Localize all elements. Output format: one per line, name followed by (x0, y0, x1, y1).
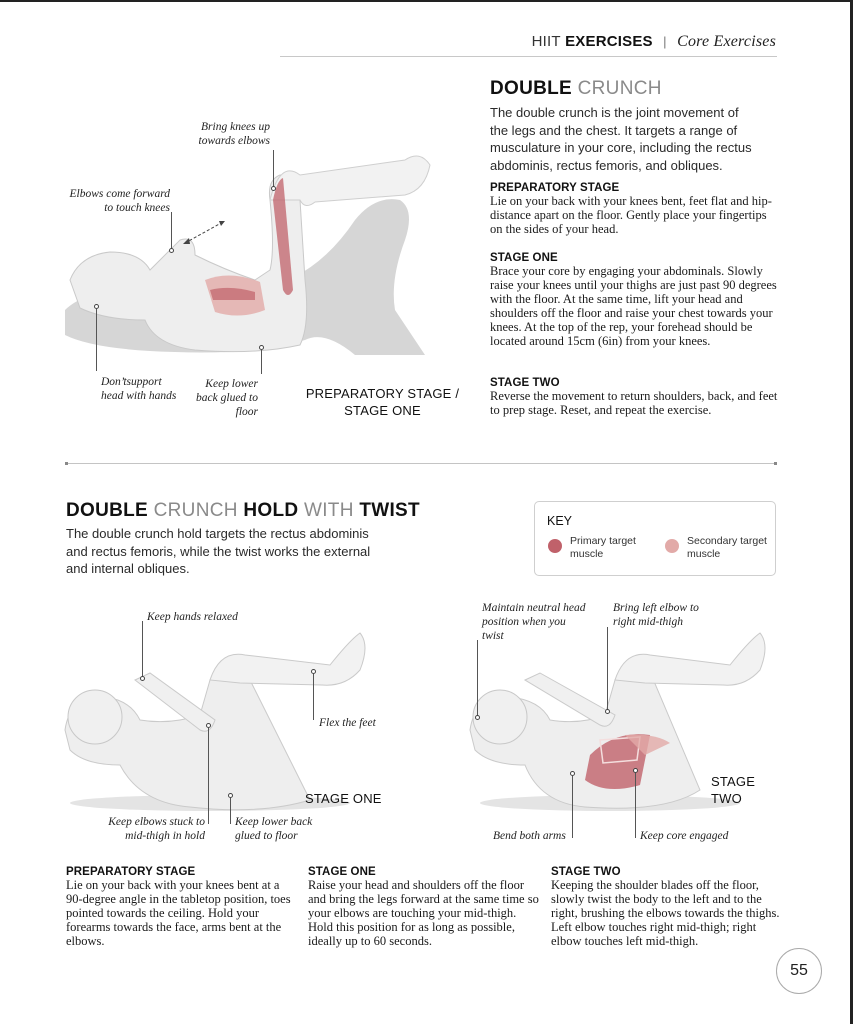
chapter-title: Core Exercises (677, 33, 776, 50)
title-part: CRUNCH (153, 500, 238, 521)
leader-dot (311, 669, 316, 674)
annotation-neutral-head: Maintain neutral head position when you … (482, 602, 586, 642)
annotation-flex-feet: Flex the feet (319, 717, 376, 729)
title-bold: DOUBLE (490, 78, 573, 99)
leader-line (208, 728, 209, 824)
title-part: WITH (303, 500, 354, 521)
stage-label-line2: TWO (711, 791, 742, 806)
exercise2-title: DOUBLE CRUNCH HOLD WITH TWIST (66, 500, 420, 522)
stage-heading: STAGE TWO (490, 377, 560, 389)
annotation-left-elbow: Bring left elbow to right mid-thigh (613, 602, 699, 628)
figure2-right-stage-label: STAGE TWO (711, 773, 755, 807)
stage-text: Raise your head and shoulders off the fl… (308, 878, 539, 948)
stage-text: Reverse the movement to return shoulders… (490, 389, 778, 417)
exercise1-stage-one: STAGE ONE Brace your core by engaging yo… (490, 252, 780, 348)
title-light: CRUNCH (577, 78, 662, 99)
leader-line (313, 674, 314, 720)
key-title: KEY (547, 514, 573, 528)
leader-dot (206, 723, 211, 728)
stage-label-line2: STAGE ONE (344, 403, 421, 418)
leader-line (230, 798, 231, 824)
stage-text: Lie on your back with your knees bent, f… (490, 194, 772, 236)
leader-line (142, 621, 143, 677)
exercise2-stage-prep: PREPARATORY STAGE Lie on your back with … (66, 866, 296, 948)
page-number: 55 (776, 948, 822, 994)
stage-label-line1: PREPARATORY STAGE / (305, 386, 460, 401)
header-separator: | (663, 34, 667, 49)
stage-text: Brace your core by engaging your abdomin… (490, 264, 777, 348)
annotation-bend-arms: Bend both arms (493, 830, 566, 842)
header-rule (280, 56, 777, 57)
annotation-bring-knees: Bring knees up towards elbows (198, 121, 270, 147)
annotation-elbows-forward: Elbows come forward to touch knees (69, 188, 170, 214)
crunch-hold-stage-two-illustration (469, 632, 766, 811)
annotation-dont-support-head: Don’tsupport head with hands (101, 376, 177, 402)
leader-dot (228, 793, 233, 798)
stage-heading: PREPARATORY STAGE (66, 866, 196, 878)
annotation-lower-back-2: Keep lower back glued to floor (235, 816, 313, 842)
leader-dot (570, 771, 575, 776)
leader-dot (169, 248, 174, 253)
exercise2-stage-one: STAGE ONE Raise your head and shoulders … (308, 866, 540, 948)
title-part: DOUBLE (66, 500, 149, 521)
running-header: HIIT EXERCISES | Core Exercises (532, 33, 776, 51)
leader-line (273, 150, 274, 188)
leader-line (607, 627, 608, 711)
figure2-left-stage-label: STAGE ONE (305, 791, 382, 806)
leader-dot (140, 676, 145, 681)
leader-line (572, 776, 573, 838)
stage-heading: STAGE ONE (490, 252, 558, 264)
leader-line (171, 212, 172, 250)
annotation-lower-back: Keep lower back glued to floor (196, 378, 258, 418)
section-divider (65, 462, 777, 465)
key-item-secondary: Secondary target muscle (665, 535, 767, 561)
leader-dot (259, 345, 264, 350)
exercise2-stage-two: STAGE TWO Keeping the shoulder blades of… (551, 866, 781, 948)
leader-dot (271, 186, 276, 191)
leader-dot (94, 304, 99, 309)
annotation-elbows-stuck: Keep elbows stuck to mid-thigh in hold (108, 816, 205, 842)
key-label: Secondary target muscle (687, 535, 767, 560)
exercise1-stage-prep: PREPARATORY STAGE Lie on your back with … (490, 182, 780, 236)
stage-text: Keeping the shoulder blades off the floo… (551, 878, 780, 948)
section-bold: EXERCISES (565, 33, 653, 50)
annotation-hands-relaxed: Keep hands relaxed (147, 611, 238, 623)
secondary-muscle-swatch-icon (665, 539, 679, 553)
crunch-hold-stage-one-illustration (64, 632, 366, 811)
stage-label-line1: STAGE (711, 774, 756, 789)
exercise1-title: DOUBLE CRUNCH (490, 78, 662, 100)
muscle-key: KEY Primary target muscle Secondary targ… (534, 501, 776, 576)
double-crunch-illustration (65, 155, 431, 355)
leader-dot (605, 709, 610, 714)
key-label: Primary target muscle (570, 535, 636, 560)
leader-dot (633, 768, 638, 773)
section-light: HIIT (531, 33, 561, 50)
exercise2-intro: The double crunch hold targets the rectu… (66, 526, 371, 576)
exercise1-intro: The double crunch is the joint movement … (490, 105, 752, 173)
stage-heading: PREPARATORY STAGE (490, 182, 620, 194)
figure1-stage-label: PREPARATORY STAGE / STAGE ONE (305, 385, 460, 419)
stage-heading: STAGE ONE (308, 866, 376, 878)
leader-dot (475, 715, 480, 720)
exercise1-stage-two: STAGE TWO Reverse the movement to return… (490, 377, 780, 417)
title-part: HOLD (243, 500, 299, 521)
stage-text: Lie on your back with your knees bent at… (66, 878, 291, 948)
leader-line (477, 640, 478, 716)
stage-heading: STAGE TWO (551, 866, 621, 878)
annotation-core-engaged: Keep core engaged (640, 830, 729, 842)
title-part: TWIST (359, 500, 420, 521)
key-item-primary: Primary target muscle (548, 535, 650, 561)
leader-line (96, 309, 97, 371)
primary-muscle-swatch-icon (548, 539, 562, 553)
leader-line (261, 350, 262, 374)
leader-line (635, 773, 636, 838)
